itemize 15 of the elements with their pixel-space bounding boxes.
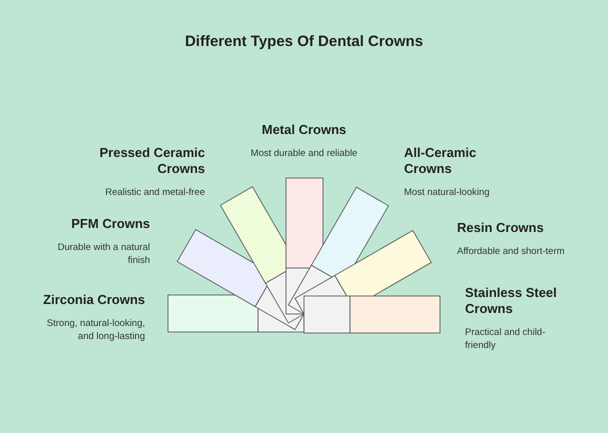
crown-heading: Metal Crowns: [260, 122, 348, 138]
crown-description: Most durable and reliable: [250, 147, 358, 160]
crown-heading: Stainless Steel Crowns: [465, 285, 558, 317]
crown-heading: Resin Crowns: [457, 220, 545, 236]
crown-heading: Pressed Ceramic Crowns: [98, 145, 205, 177]
crown-description: Strong, natural-looking, and long-lasting: [46, 317, 145, 343]
crown-description: Most natural-looking: [404, 186, 491, 199]
diagram-title: Different Types Of Dental Crowns: [184, 33, 424, 50]
crown-heading: All-Ceramic Crowns: [404, 145, 478, 177]
crown-description: Realistic and metal-free: [104, 186, 205, 199]
crown-heading: PFM Crowns: [70, 216, 150, 232]
crown-heading: Zirconia Crowns: [42, 292, 145, 308]
crown-description: Affordable and short-term: [457, 245, 566, 258]
crown-description: Practical and child-friendly: [465, 326, 546, 352]
crown-description: Durable with a natural finish: [56, 241, 150, 267]
